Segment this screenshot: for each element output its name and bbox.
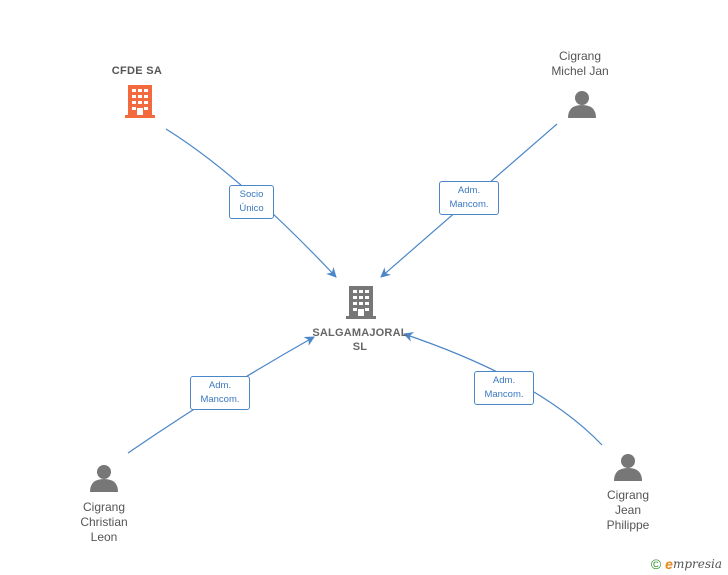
jean-person-icon[interactable]: [614, 454, 642, 481]
edge-label-cfde[interactable]: Socio Único: [229, 185, 274, 219]
michel-person-icon[interactable]: [568, 91, 596, 118]
michel-label-line-2: Michel Jan: [551, 64, 609, 78]
empresia-logo-text: mpresia: [672, 557, 722, 571]
edge-label-michel[interactable]: Adm. Mancom.: [439, 181, 499, 215]
main-label-line-1: SALGAMAJORAL: [312, 327, 408, 339]
edge-label-christian-line-1: Adm.: [208, 380, 232, 391]
edge-label-cfde-line-2: Único: [239, 203, 264, 214]
christian-person-icon[interactable]: [90, 465, 118, 492]
jean-label-line-1: Cigrang: [606, 488, 650, 502]
edge-label-cfde-line-1: Socio: [239, 189, 264, 200]
empresia-brand[interactable]: © e mpresia: [651, 556, 722, 572]
jean-label[interactable]: Cigrang Jean Philippe: [586, 488, 670, 533]
empresia-logo-initial: e: [665, 556, 673, 572]
edge-label-jean-line-2: Mancom.: [484, 389, 524, 400]
michel-label-line-1: Cigrang: [558, 49, 602, 63]
michel-label[interactable]: Cigrang Michel Jan: [535, 49, 625, 79]
edge-label-christian-line-2: Mancom.: [200, 394, 240, 405]
edge-label-michel-line-1: Adm.: [457, 185, 481, 196]
edge-label-jean-line-1: Adm.: [492, 375, 516, 386]
main-building-icon[interactable]: [346, 286, 376, 319]
main-company-label[interactable]: SALGAMAJORAL SL: [300, 326, 420, 354]
christian-label-line-1: Cigrang: [82, 500, 126, 514]
copyright-icon: ©: [650, 556, 662, 572]
christian-label-line-2: Christian: [80, 515, 128, 529]
edge-label-michel-line-2: Mancom.: [449, 199, 489, 210]
cfde-label[interactable]: CFDE SA: [95, 64, 179, 79]
main-label-line-2: SL: [352, 341, 368, 353]
christian-label-line-3: Leon: [90, 530, 118, 544]
jean-label-line-2: Jean: [614, 503, 642, 517]
jean-label-line-3: Philippe: [606, 518, 650, 532]
christian-label[interactable]: Cigrang Christian Leon: [62, 500, 146, 545]
edge-label-christian[interactable]: Adm. Mancom.: [190, 376, 250, 410]
cfde-label-line: CFDE SA: [111, 65, 163, 77]
cfde-building-icon[interactable]: [125, 85, 155, 118]
edge-label-jean[interactable]: Adm. Mancom.: [474, 371, 534, 405]
